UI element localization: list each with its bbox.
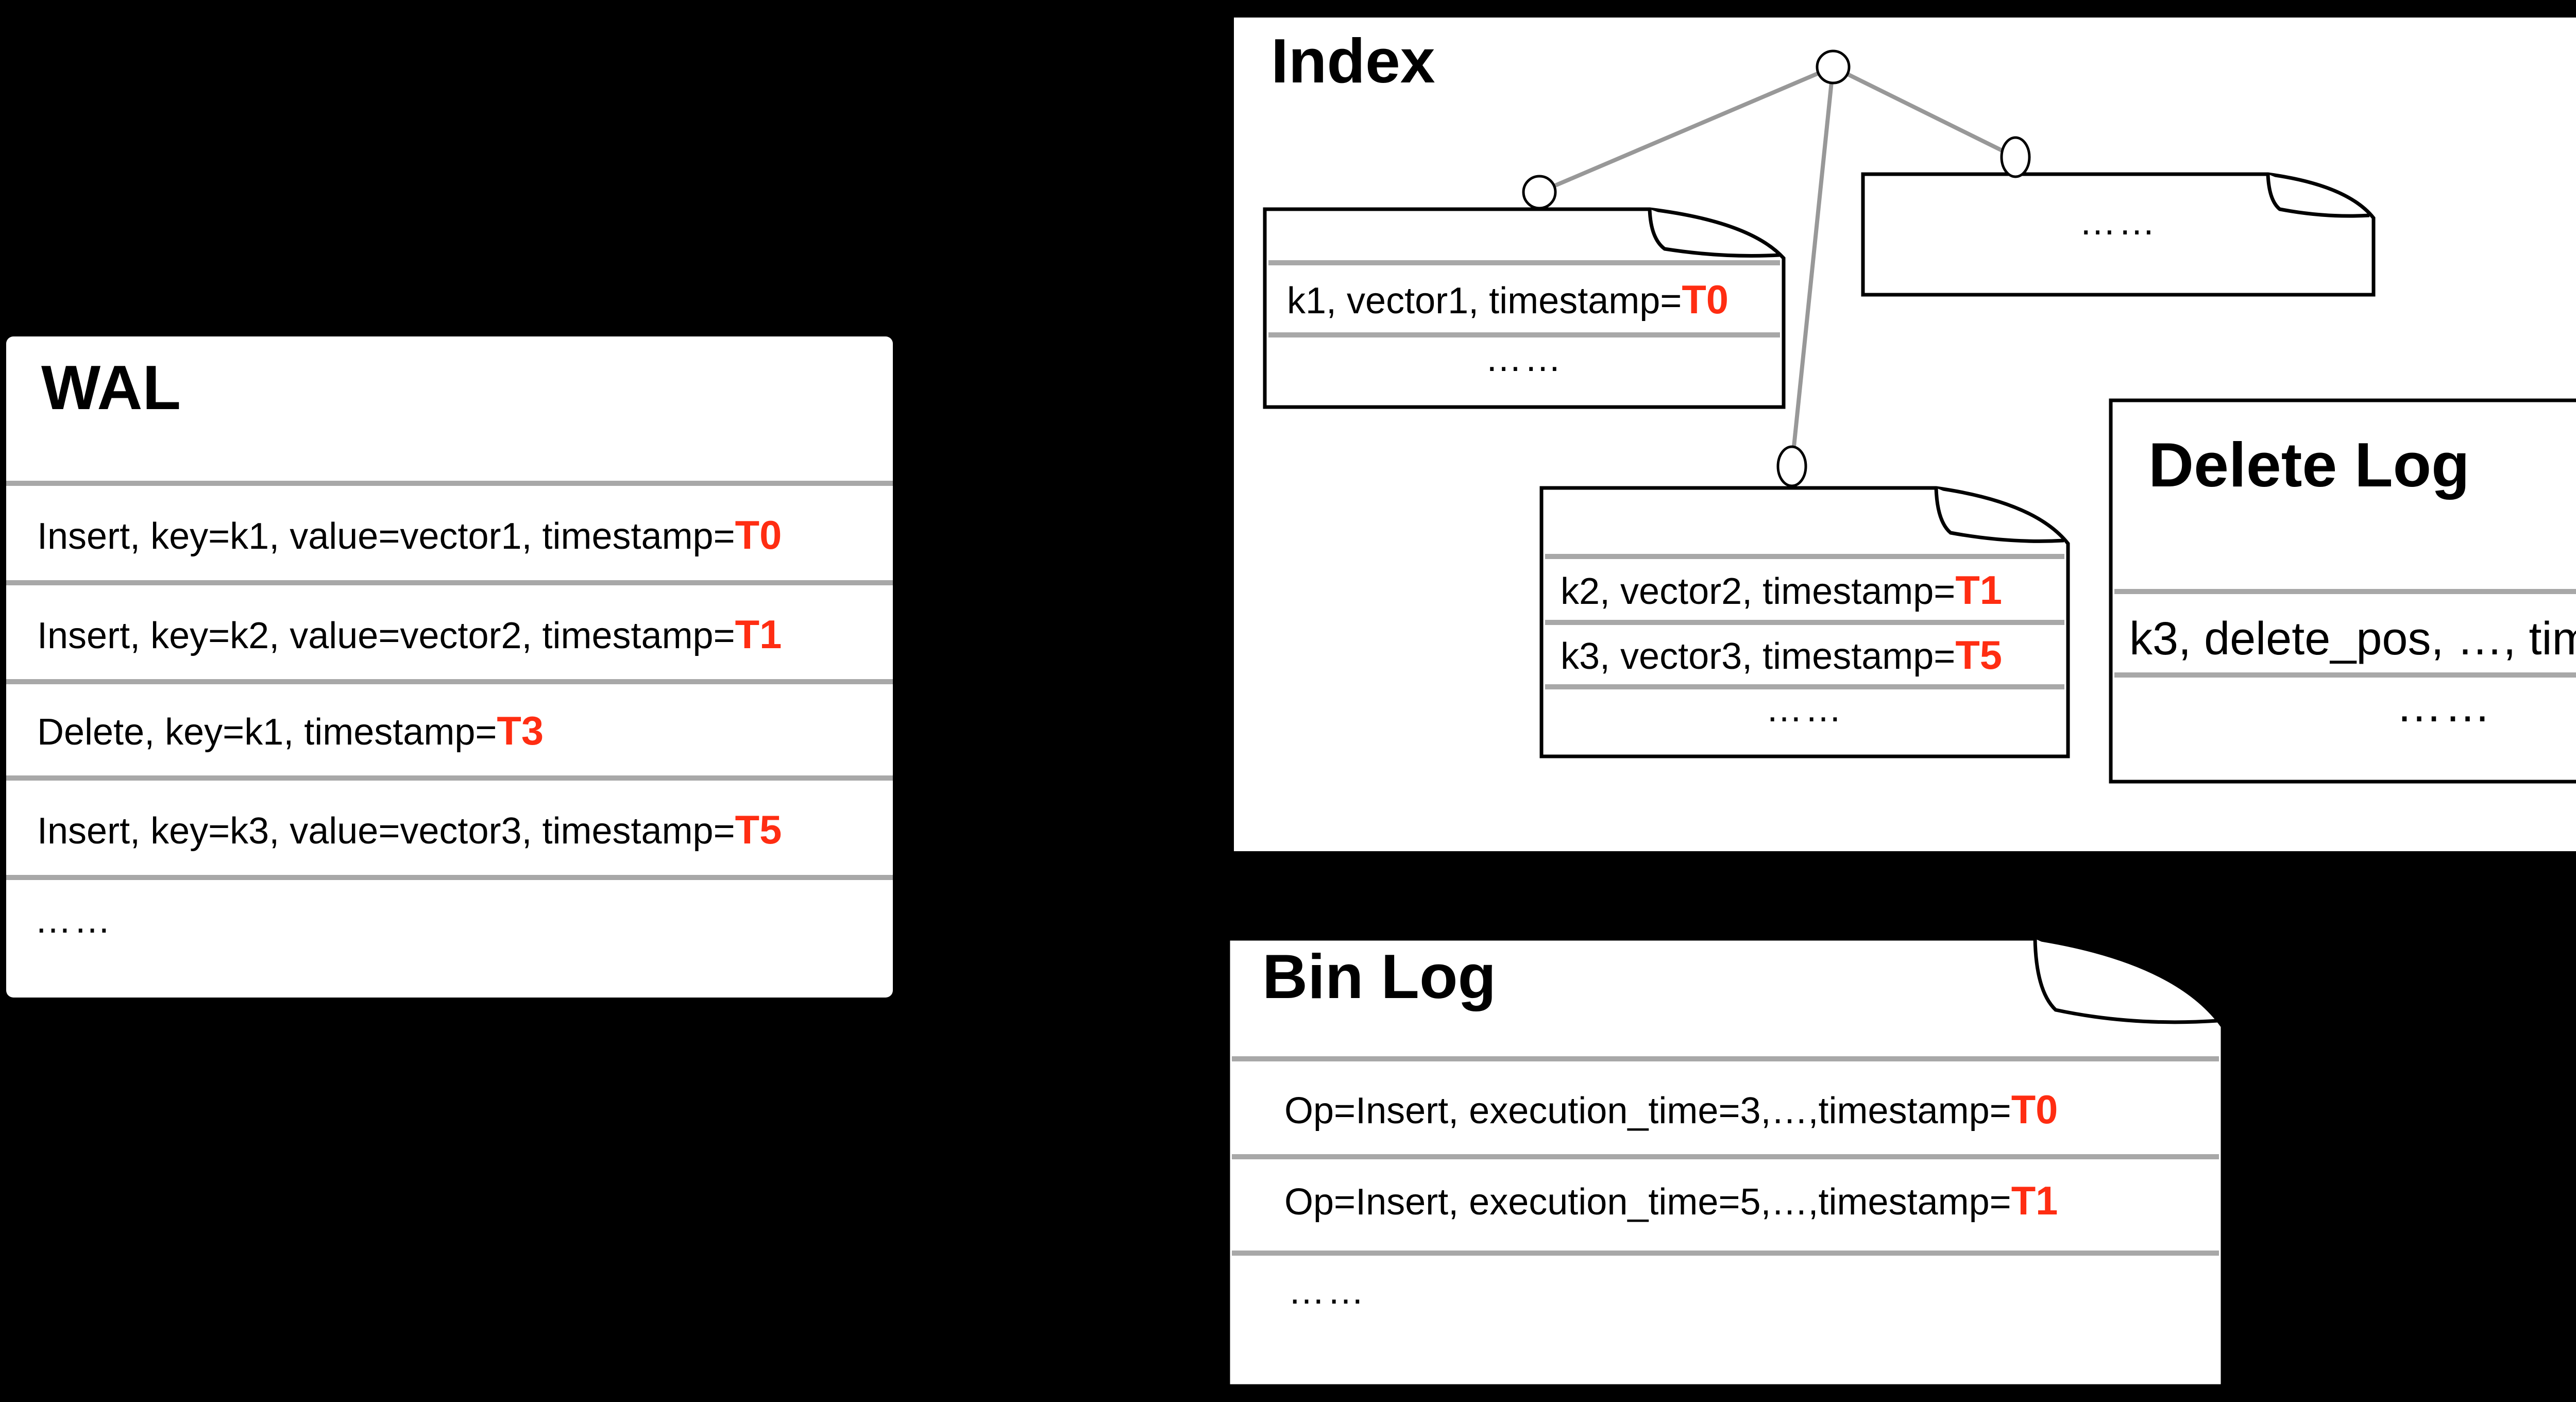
timestamp-value: T0 <box>1682 278 1729 322</box>
wal-ellipsis: …… <box>35 900 113 941</box>
folded-corner-icon <box>2266 174 2370 218</box>
doc-row: k2, vector2, timestamp=T1 <box>1561 568 2003 613</box>
doc-ellipsis: …… <box>2396 680 2493 732</box>
doc-row-text: k3, delete_pos, …, timestamp= <box>2129 613 2576 665</box>
row-divider <box>6 580 893 585</box>
delete-log-title: Delete Log <box>2148 430 2470 500</box>
doc-row: k3, delete_pos, …, timestamp=T3 <box>2129 612 2576 662</box>
tree-node-icon <box>1522 175 1557 210</box>
timestamp-value: T0 <box>735 513 782 558</box>
wal-row: Delete, key=k1, timestamp=T3 <box>37 709 544 753</box>
tree-edge <box>1538 65 1834 194</box>
folded-corner-icon <box>1934 487 2064 543</box>
timestamp-value: T1 <box>2011 1179 2058 1223</box>
bin-log-row: Op=Insert, execution_time=3,…,timestamp=… <box>1284 1090 2058 1130</box>
doc-row: k1, vector1, timestamp=T0 <box>1287 280 1728 320</box>
wal-row-text: Insert, key=k2, value=vector2, timestamp… <box>37 615 735 656</box>
wal-row: Insert, key=k3, value=vector3, timestamp… <box>37 810 782 851</box>
timestamp-value: T1 <box>735 613 782 657</box>
doc-row: k3, vector3, timestamp=T5 <box>1561 633 2003 678</box>
segment-doc-shape <box>1861 172 2376 297</box>
timestamp-value: T5 <box>735 808 782 852</box>
doc-row-text: k2, vector2, timestamp= <box>1561 571 1956 612</box>
doc-ellipsis: …… <box>2079 201 2158 243</box>
segment-doc-shape <box>1263 207 1786 409</box>
timestamp-value: T1 <box>1955 568 2003 613</box>
wal-row-text: Insert, key=k3, value=vector3, timestamp… <box>37 810 735 852</box>
wal-title: WAL <box>41 352 181 423</box>
row-divider <box>6 875 893 880</box>
bin-log-row-text: Op=Insert, execution_time=3,…,timestamp= <box>1284 1090 2011 1131</box>
tree-edge <box>1832 65 2016 159</box>
row-divider <box>6 679 893 684</box>
bin-log-row: Op=Insert, execution_time=5,…,timestamp=… <box>1284 1181 2058 1222</box>
tree-node-icon <box>2000 136 2031 178</box>
wal-row-text: Insert, key=k1, value=vector1, timestamp… <box>37 516 735 557</box>
timestamp-value: T0 <box>2011 1088 2058 1132</box>
folded-corner-icon <box>2033 938 2218 1024</box>
row-divider <box>6 775 893 781</box>
doc-row-text: k3, vector3, timestamp= <box>1561 636 1956 677</box>
tree-node-icon <box>1776 445 1807 487</box>
bin-log-doc-shape <box>1226 937 2225 1388</box>
doc-row-text: k1, vector1, timestamp= <box>1287 280 1682 322</box>
bin-log-ellipsis: …… <box>1288 1271 1366 1312</box>
bin-log-row-text: Op=Insert, execution_time=5,…,timestamp= <box>1284 1181 2011 1223</box>
wal-row: Insert, key=k2, value=vector2, timestamp… <box>37 615 782 655</box>
bin-log-title: Bin Log <box>1262 941 1496 1011</box>
folded-corner-icon <box>1648 209 1780 258</box>
wal-row: Insert, key=k1, value=vector1, timestamp… <box>37 513 782 558</box>
tree-node-icon <box>1816 49 1851 85</box>
row-divider <box>6 481 893 486</box>
doc-ellipsis: …… <box>1766 688 1844 730</box>
wal-box: WAL Insert, key=k1, value=vector1, times… <box>6 336 893 998</box>
doc-ellipsis: …… <box>1485 338 1564 379</box>
index-title: Index <box>1271 26 1435 96</box>
timestamp-value: T3 <box>497 709 544 753</box>
tree-edge <box>1790 66 1835 467</box>
wal-row-text: Delete, key=k1, timestamp= <box>37 712 497 753</box>
timestamp-value: T5 <box>1955 633 2003 678</box>
